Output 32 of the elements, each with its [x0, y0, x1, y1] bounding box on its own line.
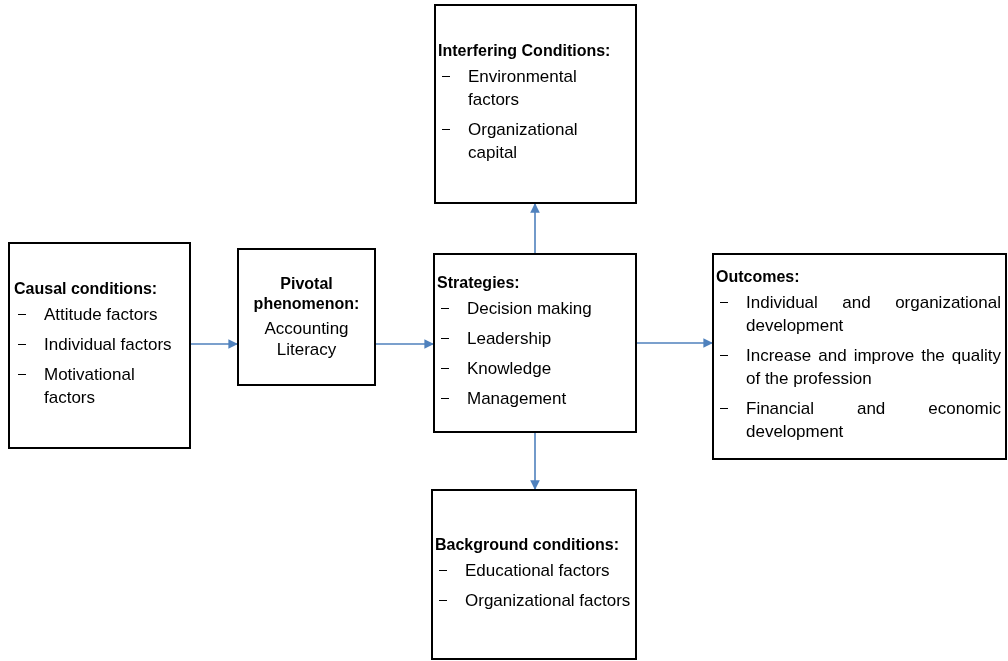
text-box	[431, 489, 637, 660]
box-heading: Interfering Conditions:	[438, 41, 612, 61]
text-box	[434, 4, 637, 204]
arrow	[530, 203, 540, 254]
list-item: Leadership	[437, 327, 631, 350]
list-item: Management	[437, 387, 631, 410]
list-item: Individual and organizational development	[716, 291, 1001, 337]
arrow	[636, 338, 713, 348]
arrow	[530, 432, 540, 490]
text-box	[8, 242, 191, 449]
text-box	[433, 253, 637, 433]
list-item: Financial and economic development	[716, 397, 1001, 443]
list-item: Individual factors	[14, 333, 185, 356]
text-box	[712, 253, 1007, 460]
arrow	[375, 339, 434, 349]
list-item: Attitude factors	[14, 303, 185, 326]
list-item: Knowledge	[437, 357, 631, 380]
box-heading: Strategies:	[437, 273, 521, 293]
list-item: Organizational factors	[435, 588, 631, 612]
box-heading: Causal conditions:	[14, 279, 159, 299]
list-item: Environmental factors	[438, 65, 631, 111]
box-heading: Background conditions:	[435, 534, 620, 555]
list-item: Decision making	[437, 297, 631, 320]
list-item: Motivational factors	[14, 363, 185, 409]
box-heading: Outcomes:	[716, 267, 801, 287]
list-item: Educational factors	[435, 558, 631, 582]
list-item: Organizational capital	[438, 118, 631, 164]
list-item: Increase and improve the quality of the profession	[716, 344, 1001, 390]
text-box	[237, 248, 376, 386]
arrow	[190, 339, 238, 349]
box-heading: Pivotal phenomenon:	[252, 274, 361, 314]
box-text: Accounting Literacy	[263, 318, 350, 360]
